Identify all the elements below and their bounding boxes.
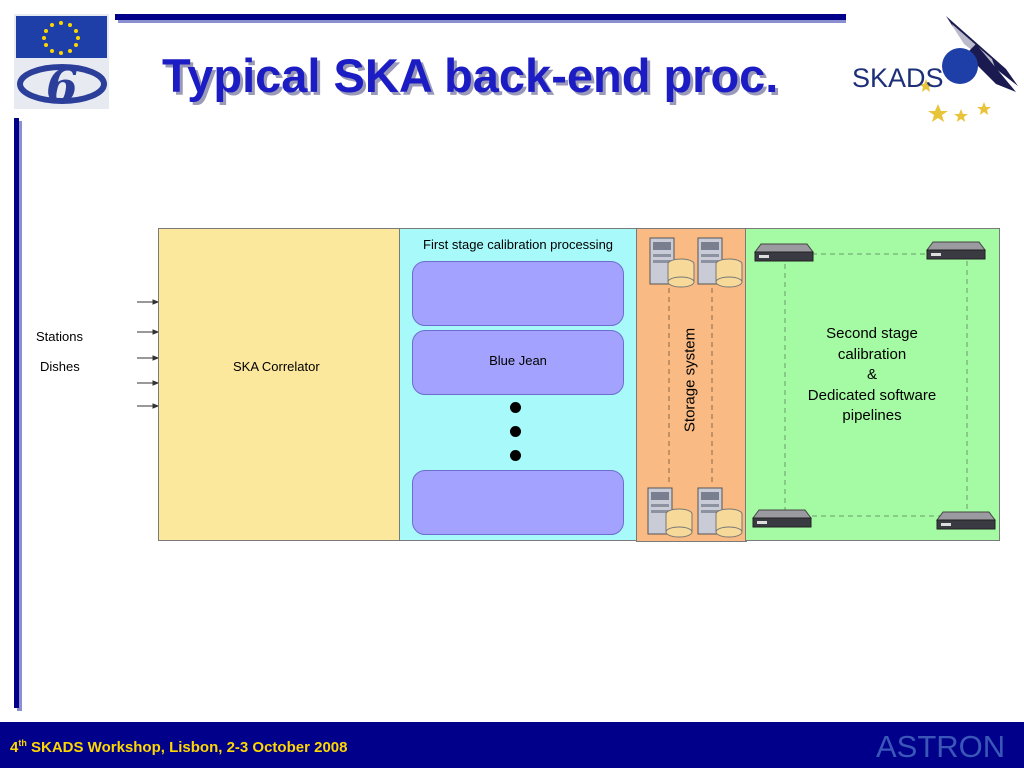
first-stage-title: First stage calibration processing bbox=[423, 237, 614, 252]
second-stage-line: & bbox=[866, 366, 877, 383]
skads-logo: SKADS bbox=[846, 14, 1021, 124]
storage-label: Storage system bbox=[681, 327, 699, 433]
slide-title: Typical SKA back-end proc. bbox=[162, 49, 779, 102]
svg-text:6: 6 bbox=[46, 59, 78, 109]
footer-text: 4th SKADS Workshop, Lisbon, 2-3 October … bbox=[10, 738, 347, 756]
correlator-panel bbox=[158, 228, 400, 541]
second-stage-label: Second stage calibration & Dedicated sof… bbox=[772, 324, 972, 427]
ellipsis-dot bbox=[510, 402, 521, 413]
input-label-stations: Stations bbox=[36, 329, 83, 344]
processing-box bbox=[412, 470, 624, 535]
processing-box bbox=[412, 261, 624, 326]
svg-text:ASTRON: ASTRON bbox=[876, 729, 1005, 764]
top-rule bbox=[115, 14, 927, 20]
ellipsis-dot bbox=[510, 450, 521, 461]
footer-bar bbox=[0, 722, 1024, 768]
eu-fp6-logo: 6 bbox=[14, 14, 109, 109]
second-stage-line: calibration bbox=[837, 345, 907, 363]
ellipsis-dot bbox=[510, 426, 521, 437]
footer-event: SKADS Workshop, Lisbon, 2-3 October 2008 bbox=[26, 739, 348, 756]
input-label-dishes: Dishes bbox=[40, 359, 80, 374]
second-stage-line: pipelines bbox=[842, 407, 902, 424]
pipeline-rack-servers bbox=[752, 241, 996, 530]
second-stage-line: Second stage bbox=[826, 325, 918, 342]
processing-box-blue-jean: Blue Jean bbox=[412, 330, 624, 395]
svg-text:SKADS: SKADS bbox=[852, 63, 944, 93]
correlator-label: SKA Correlator bbox=[233, 359, 320, 374]
astron-logo: ASTRON bbox=[876, 729, 1005, 764]
second-stage-panel bbox=[745, 228, 1000, 541]
second-stage-line: Dedicated software bbox=[807, 386, 937, 404]
input-arrows bbox=[137, 299, 160, 409]
footer-superscript: th bbox=[18, 738, 27, 748]
left-rule bbox=[14, 118, 19, 708]
footer-number: 4 bbox=[10, 739, 19, 756]
storage-servers bbox=[647, 237, 743, 538]
blue-jean-label: Blue Jean bbox=[489, 353, 547, 368]
